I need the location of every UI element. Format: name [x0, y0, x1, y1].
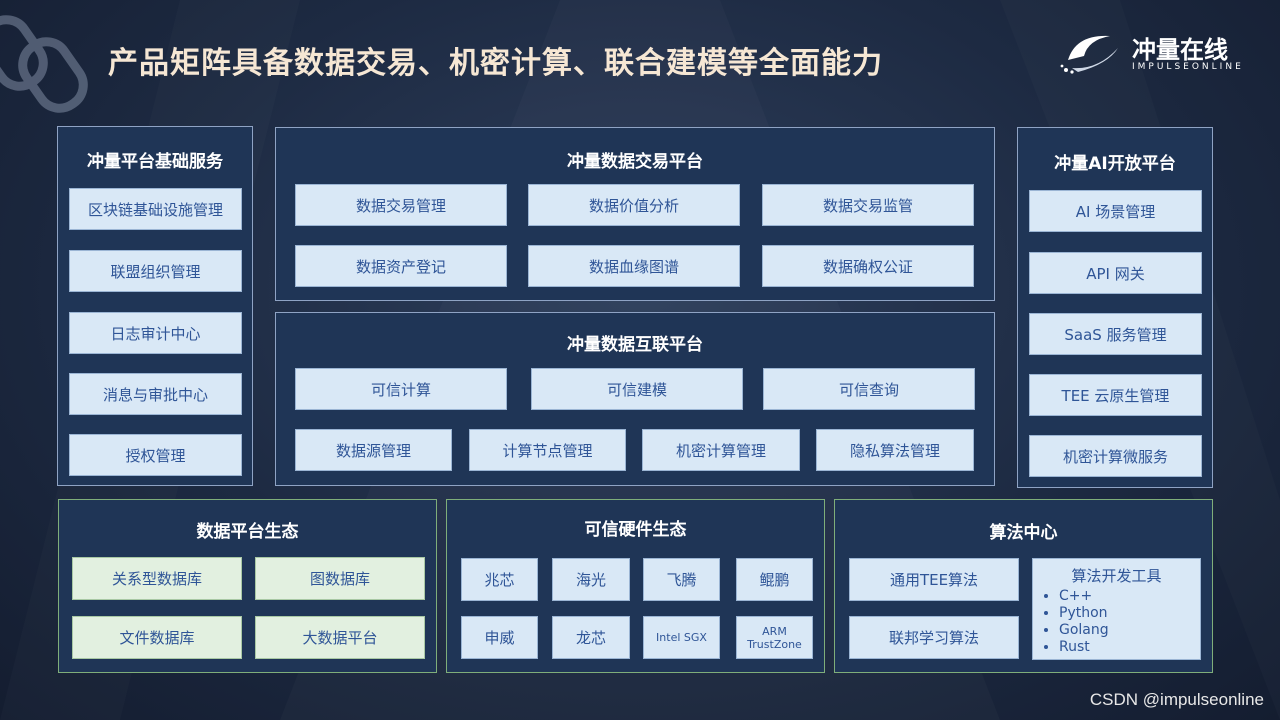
- panel-title: 冲量AI开放平台: [1054, 154, 1176, 174]
- hardware-box: Intel SGX: [643, 616, 720, 659]
- interconnect-box: 可信查询: [763, 368, 975, 410]
- chain-decoration: [0, 15, 88, 113]
- trade-box: 数据交易监管: [762, 184, 974, 226]
- service-box: 授权管理: [69, 434, 242, 476]
- trade-box: 数据确权公证: [762, 245, 974, 287]
- panel-title: 冲量数据交易平台: [567, 152, 703, 172]
- company-logo: 冲量在线 IMPULSEONLINE: [1058, 30, 1248, 76]
- tool-item: Rust: [1059, 639, 1200, 656]
- ai-box: API 网关: [1029, 252, 1202, 294]
- hardware-box: 申威: [461, 616, 538, 659]
- service-box: 区块链基础设施管理: [69, 188, 242, 230]
- hardware-ecosystem-panel: 可信硬件生态 兆芯 海光 飞腾 鲲鹏 申威 龙芯 Intel SGX ARM T…: [446, 499, 825, 673]
- data-ecosystem-panel: 数据平台生态 关系型数据库 图数据库 文件数据库 大数据平台: [58, 499, 437, 673]
- panel-title: 冲量平台基础服务: [87, 152, 223, 172]
- service-box: 日志审计中心: [69, 312, 242, 354]
- basic-services-panel: 冲量平台基础服务 区块链基础设施管理 联盟组织管理 日志审计中心 消息与审批中心…: [57, 126, 253, 486]
- service-box: 消息与审批中心: [69, 373, 242, 415]
- ai-box: SaaS 服务管理: [1029, 313, 1202, 355]
- panel-title: 可信硬件生态: [584, 520, 687, 540]
- trade-box: 数据血缘图谱: [528, 245, 740, 287]
- tool-item: C++: [1059, 588, 1200, 605]
- tool-item: Golang: [1059, 622, 1200, 639]
- dev-tools-box: 算法开发工具 C++ Python Golang Rust: [1032, 558, 1201, 660]
- logo-text-cn: 冲量在线: [1132, 36, 1228, 64]
- trade-box: 数据交易管理: [295, 184, 507, 226]
- hardware-box: 飞腾: [643, 558, 720, 601]
- ecosystem-box: 关系型数据库: [72, 557, 242, 600]
- ecosystem-box: 图数据库: [255, 557, 425, 600]
- hardware-box: 鲲鹏: [736, 558, 813, 601]
- hardware-box: ARM TrustZone: [736, 616, 813, 659]
- algorithm-box: 联邦学习算法: [849, 616, 1019, 659]
- trade-platform-panel: 冲量数据交易平台 数据交易管理 数据价值分析 数据交易监管 数据资产登记 数据血…: [275, 127, 995, 301]
- trade-box: 数据价值分析: [528, 184, 740, 226]
- page-title: 产品矩阵具备数据交易、机密计算、联合建模等全面能力: [108, 46, 883, 81]
- interconnect-platform-panel: 冲量数据互联平台 可信计算 可信建模 可信查询 数据源管理 计算节点管理 机密计…: [275, 312, 995, 486]
- panel-title: 冲量数据互联平台: [567, 335, 703, 355]
- hardware-box: 兆芯: [461, 558, 538, 601]
- interconnect-box: 隐私算法管理: [816, 429, 974, 471]
- ai-box: TEE 云原生管理: [1029, 374, 1202, 416]
- panel-title: 算法中心: [989, 523, 1058, 543]
- ai-platform-panel: 冲量AI开放平台 AI 场景管理 API 网关 SaaS 服务管理 TEE 云原…: [1017, 127, 1213, 488]
- ecosystem-box: 文件数据库: [72, 616, 242, 659]
- algorithm-center-panel: 算法中心 通用TEE算法 联邦学习算法 算法开发工具 C++ Python Go…: [834, 499, 1213, 673]
- panel-title: 数据平台生态: [196, 522, 299, 542]
- ecosystem-box: 大数据平台: [255, 616, 425, 659]
- tool-item: Python: [1059, 605, 1200, 622]
- dev-tools-title: 算法开发工具: [1071, 567, 1162, 585]
- service-box: 联盟组织管理: [69, 250, 242, 292]
- ai-box: 机密计算微服务: [1029, 435, 1202, 477]
- logo-swoosh-icon: [1060, 35, 1118, 74]
- dev-tools-list: C++ Python Golang Rust: [1033, 588, 1200, 656]
- interconnect-box: 机密计算管理: [642, 429, 800, 471]
- interconnect-box: 计算节点管理: [469, 429, 626, 471]
- interconnect-box: 可信计算: [295, 368, 507, 410]
- logo-text-en: IMPULSEONLINE: [1132, 62, 1244, 72]
- hardware-box: 海光: [552, 558, 630, 601]
- algorithm-box: 通用TEE算法: [849, 558, 1019, 601]
- interconnect-box: 数据源管理: [295, 429, 452, 471]
- hardware-box: 龙芯: [552, 616, 630, 659]
- trade-box: 数据资产登记: [295, 245, 507, 287]
- ai-box: AI 场景管理: [1029, 190, 1202, 232]
- csdn-watermark: CSDN @impulseonline: [1089, 690, 1264, 709]
- interconnect-box: 可信建模: [531, 368, 743, 410]
